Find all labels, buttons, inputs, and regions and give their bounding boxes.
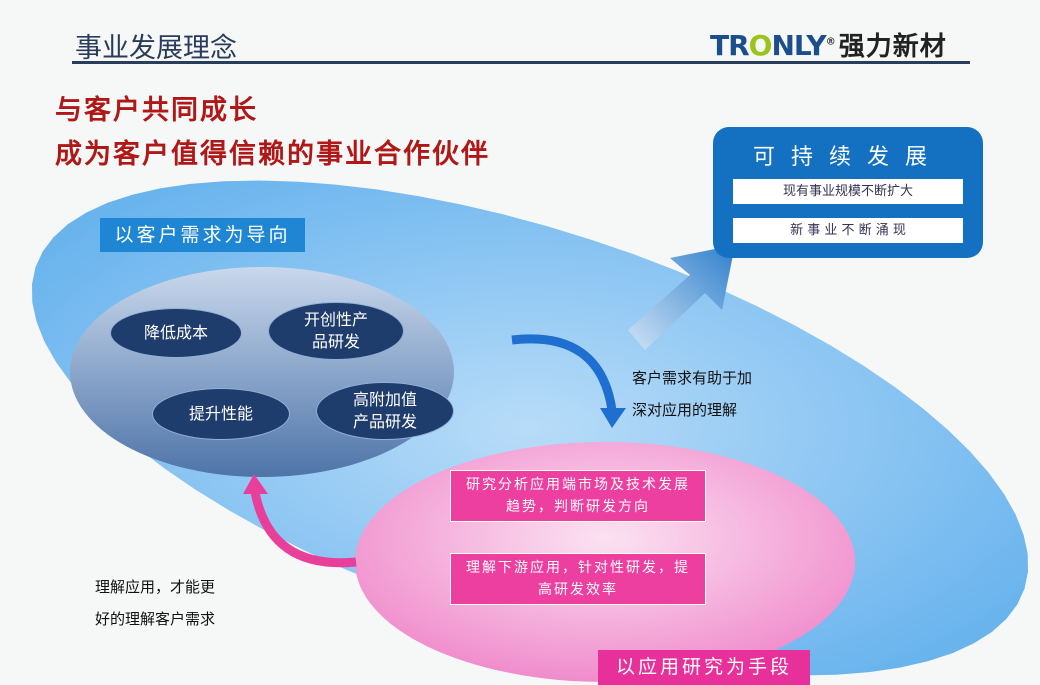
headline-2: 成为客户值得信赖的事业合作伙伴 (55, 139, 490, 170)
customer-item: 降低成本 (110, 308, 242, 358)
customer-label: 以客户需求为导向 (100, 218, 305, 252)
customer-item: 高附加值产品研发 (316, 382, 454, 440)
title-divider (72, 61, 970, 64)
growth-arrow (628, 245, 735, 350)
customer-item: 提升性能 (152, 388, 290, 440)
sustainable-development-box: 可持续发展 现有事业规模不断扩大 新 事 业 不 断 涌 现 (713, 127, 983, 258)
page-title: 事业发展理念 (75, 33, 237, 64)
blue-curved-arrow (511, 334, 617, 411)
customer-item: 开创性产品研发 (268, 302, 404, 360)
pink-arrowhead (243, 474, 268, 494)
application-label: 以应用研究为手段 (598, 650, 810, 685)
application-item: 理解下游应用，针对性研发，提高研发效率 (450, 553, 706, 605)
application-item: 研究分析应用端市场及技术发展趋势，判断研发方向 (450, 470, 706, 522)
logo: TRONLY®强力新材 (710, 29, 947, 62)
headline-1: 与客户共同成长 (55, 95, 258, 126)
blue-arrowhead (600, 408, 626, 428)
note-right: 客户需求有助于加深对应用的理解 (632, 369, 753, 419)
note-left: 理解应用，才能更好的理解客户需求 (95, 578, 216, 628)
sustainable-item: 现有事业规模不断扩大 (733, 179, 963, 204)
customer-ellipse (70, 267, 454, 477)
sustainable-title: 可持续发展 (752, 145, 943, 170)
pink-curved-arrow (250, 491, 357, 568)
sustainable-item: 新 事 业 不 断 涌 现 (733, 218, 963, 243)
